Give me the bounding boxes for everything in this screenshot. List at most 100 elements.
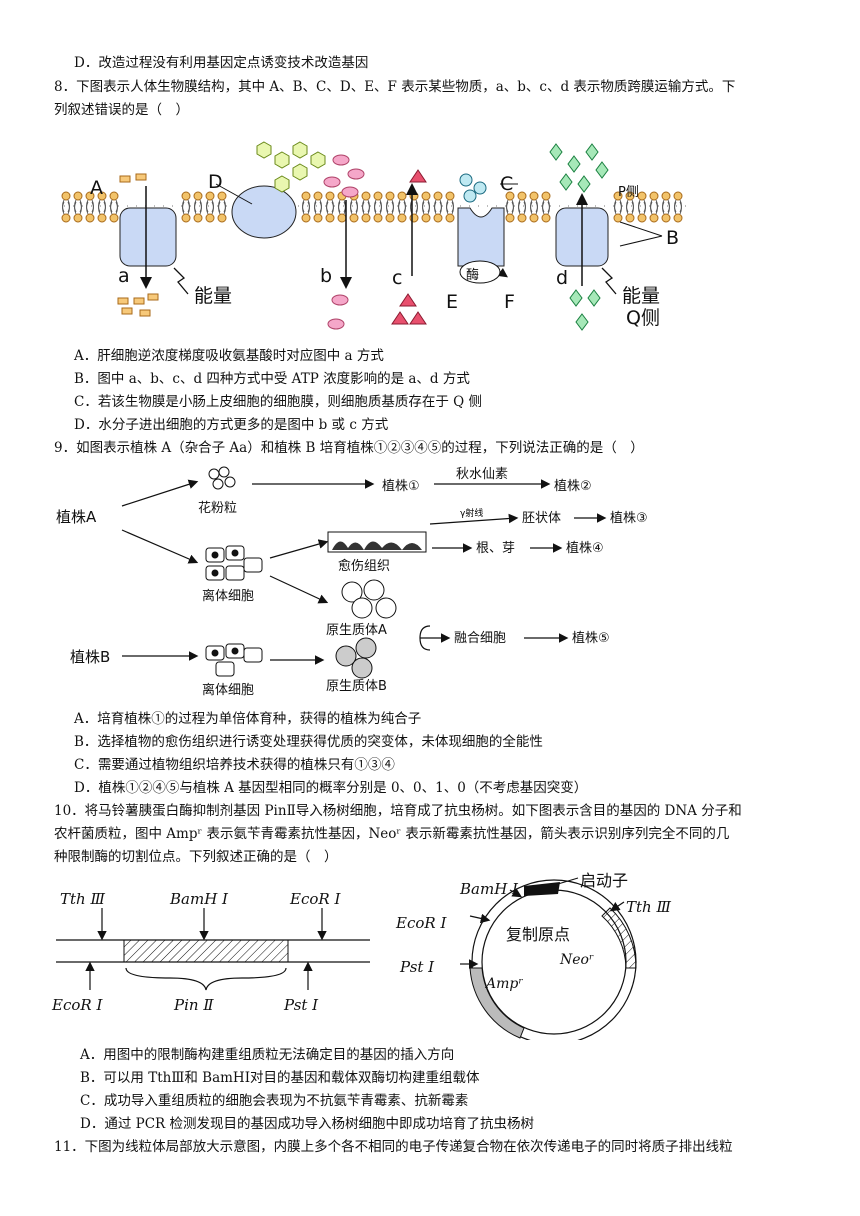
phospholipid-head xyxy=(673,213,683,223)
phospholipid-tail xyxy=(674,201,682,215)
phospholipid-tail xyxy=(110,201,118,215)
phospholipid-head xyxy=(661,213,671,223)
label-bam-plasmid: BamH Ⅰ xyxy=(459,880,519,898)
phospholipid-head xyxy=(73,213,83,223)
phospholipid-tail xyxy=(194,201,202,215)
phospholipid-head xyxy=(313,213,323,223)
phospholipid-head xyxy=(397,213,407,223)
label-pin-ii: Pin Ⅱ xyxy=(173,996,214,1014)
q9-option-d: D．植株①②④⑤与植株 A 基因型相同的概率分别是 0、0、1、0（不考虑基因突… xyxy=(74,780,588,796)
isolated-cells-a-icon xyxy=(205,545,263,581)
phospholipid-bilayer xyxy=(61,191,688,223)
phospholipid-head xyxy=(613,191,623,201)
phospholipid-tail xyxy=(326,201,334,215)
q8-stem-line1: 8．下图表示人体生物膜结构，其中 A、B、C、D、E、F 表示某些物质，a、b、… xyxy=(54,79,736,95)
phospholipid-tail xyxy=(674,199,682,213)
phospholipid-tail xyxy=(86,201,94,215)
phospholipid-head xyxy=(661,191,671,201)
phospholipid-tail xyxy=(374,199,382,213)
phospholipid-tail xyxy=(302,201,310,215)
phospholipid-head xyxy=(193,213,203,223)
label-colchicine: 秋水仙素 xyxy=(456,467,508,482)
sugar-chain xyxy=(256,141,326,193)
phospholipid-tail xyxy=(74,201,82,215)
molecule-c-circles xyxy=(459,173,487,203)
label-d: d xyxy=(556,267,568,289)
phospholipid-head xyxy=(217,191,227,201)
phospholipid-tail xyxy=(218,199,226,213)
phospholipid-head xyxy=(625,191,635,201)
phospholipid-tail xyxy=(518,199,526,213)
label-eco-dna-top: EcoR Ⅰ xyxy=(289,890,341,908)
label-plant-3: 植株③ xyxy=(610,511,648,526)
molecule-b-ovals xyxy=(323,154,365,330)
phospholipid-tail xyxy=(62,201,70,215)
q8-option-c: C．若该生物膜是小肠上皮细胞的细胞膜，则细胞质基质存在于 Q 侧 xyxy=(74,394,482,410)
phospholipid-tail xyxy=(434,201,442,215)
phospholipid-tail xyxy=(446,201,454,215)
carrier-protein-a xyxy=(119,207,177,267)
q10-option-a: A．用图中的限制酶构建重组质粒无法确定目的基因的插入方向 xyxy=(80,1047,455,1063)
phospholipid-tail xyxy=(206,201,214,215)
q10-option-c: C．成功导入重组质粒的细胞会表现为不抗氨苄青霉素、抗新霉素 xyxy=(80,1093,469,1109)
q8-option-b: B．图中 a、b、c、d 四种方式中受 ATP 浓度影响的是 a、d 方式 xyxy=(74,371,470,387)
q10-option-d: D．通过 PCR 检测发现目的基因成功导入杨树细胞中即成功培育了抗虫杨树 xyxy=(80,1116,534,1132)
label-eco-plasmid: EcoR Ⅰ xyxy=(395,914,447,932)
phospholipid-tail xyxy=(194,199,202,213)
promoter-block xyxy=(524,882,560,896)
phospholipid-head xyxy=(637,191,647,201)
phospholipid-tail xyxy=(614,201,622,215)
phospholipid-tail xyxy=(62,199,70,213)
label-c: c xyxy=(392,267,402,289)
phospholipid-tail xyxy=(206,199,214,213)
phospholipid-head xyxy=(445,213,455,223)
label-eco-dna-bottom: EcoR Ⅰ xyxy=(51,996,103,1014)
phospholipid-head xyxy=(529,213,539,223)
phospholipid-tail xyxy=(386,199,394,213)
phospholipid-head xyxy=(421,213,431,223)
phospholipid-tail xyxy=(422,201,430,215)
molecule-d-diamonds xyxy=(549,143,609,331)
protoplast-b-icon xyxy=(335,637,377,679)
membrane-transport-figure: A D C B a b c d 能量 能量 酶 E F P侧 Q侧 xyxy=(61,141,688,331)
label-plant-2: 植株② xyxy=(554,479,592,494)
phospholipid-head xyxy=(61,191,71,201)
phospholipid-head xyxy=(337,213,347,223)
phospholipid-head xyxy=(505,213,515,223)
q7-option-d: D．改造过程没有利用基因定点诱变技术改造基因 xyxy=(74,55,369,71)
phospholipid-head xyxy=(361,213,371,223)
phospholipid-tail xyxy=(182,201,190,215)
label-plant-b: 植株B xyxy=(70,648,110,666)
label-A: A xyxy=(90,177,103,199)
phospholipid-tail xyxy=(506,201,514,215)
phospholipid-tail xyxy=(74,199,82,213)
phospholipid-head xyxy=(613,213,623,223)
phospholipid-head xyxy=(445,191,455,201)
phospholipid-tail xyxy=(614,199,622,213)
label-tth-plasmid: Tth Ⅲ xyxy=(626,898,671,916)
phospholipid-tail xyxy=(650,199,658,213)
phospholipid-head xyxy=(433,213,443,223)
phospholipid-tail xyxy=(338,201,346,215)
phospholipid-tail xyxy=(530,199,538,213)
amp-r-region xyxy=(469,967,525,1039)
phospholipid-head xyxy=(637,213,647,223)
phospholipid-tail xyxy=(662,201,670,215)
callus-tissue xyxy=(332,541,422,550)
phospholipid-head xyxy=(85,191,95,201)
phospholipid-head xyxy=(529,191,539,201)
label-pst-plasmid: Pst Ⅰ xyxy=(399,958,435,976)
label-p-side: P侧 xyxy=(618,185,639,200)
phospholipid-head xyxy=(673,191,683,201)
phospholipid-tail xyxy=(446,199,454,213)
label-q-side: Q侧 xyxy=(626,307,660,329)
label-isolated-cells-a: 离体细胞 xyxy=(202,588,254,604)
phospholipid-tail xyxy=(98,201,106,215)
phospholipid-head xyxy=(373,213,383,223)
label-plant-5: 植株⑤ xyxy=(572,631,610,646)
phospholipid-tail xyxy=(542,199,550,213)
phospholipid-head xyxy=(649,191,659,201)
phospholipid-tail xyxy=(182,199,190,213)
phospholipid-tail xyxy=(398,199,406,213)
label-D: D xyxy=(208,171,223,193)
